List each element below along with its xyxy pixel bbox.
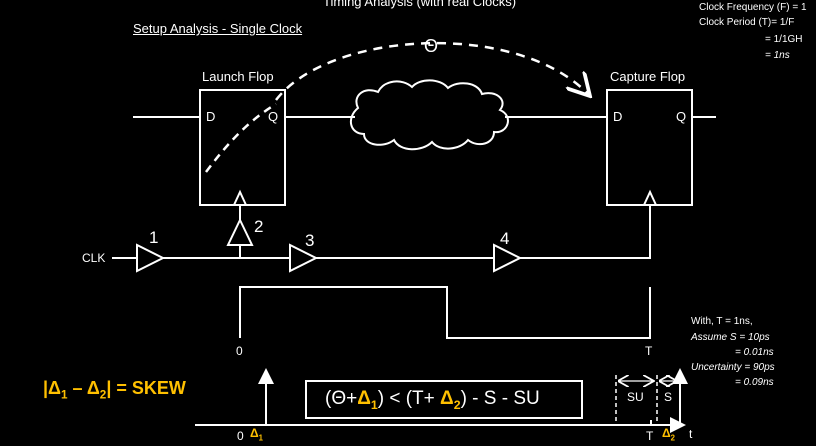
assumption-t: With, T = 1ns,: [691, 316, 753, 327]
eq-delta2-sub: 2: [453, 397, 461, 412]
buffer-1: [136, 243, 166, 273]
page-title: Timing Analysis (with real Clocks): [323, 0, 517, 9]
assumption-uncertainty: Uncertainty = 90ps: [691, 362, 775, 373]
buffer-4-label: 4: [500, 229, 510, 248]
skew-eq-part-b: – Δ: [67, 378, 100, 398]
clock-waveform: [239, 286, 651, 339]
eq-part-2: ) < (T+: [377, 388, 441, 409]
timeline-delta2: Δ2: [662, 426, 675, 442]
skew-eq-part-c: | = SKEW: [106, 378, 186, 398]
logic-cloud: [349, 79, 509, 151]
skew-eq-sub2: 2: [99, 388, 107, 402]
clk-label: CLK: [82, 251, 106, 265]
waveform-t-label: T: [645, 344, 653, 358]
eq-delta1-symbol: Δ: [357, 388, 371, 409]
capture-d-pin: D: [613, 109, 623, 124]
timeline-delta1-sub: 1: [258, 433, 263, 443]
assumption-s: Assume S = 10ps: [691, 332, 770, 343]
clock-period-value1: = 1/1GH: [765, 34, 803, 45]
theta-label: Θ: [424, 36, 439, 56]
eq-delta1-sub: 1: [370, 397, 378, 412]
launch-flop-title: Launch Flop: [202, 69, 274, 84]
clock-period-line: Clock Period (T)= 1/F: [699, 17, 795, 28]
theta-dashed-arc: [275, 42, 590, 101]
buffer-2: [226, 217, 254, 246]
launch-d-pin: D: [206, 109, 216, 124]
timeline-axis-label: t: [689, 427, 693, 441]
timeline-delta2-symbol: Δ: [662, 426, 671, 440]
timeline-delta1: Δ1: [250, 426, 263, 442]
equation-box: [305, 380, 583, 419]
buffer-4: [493, 243, 523, 273]
timeline-zero: 0: [237, 429, 244, 443]
timeline-delta1-symbol: Δ: [250, 426, 259, 440]
eq-delta1: Δ1: [357, 388, 378, 412]
assumption-uncertainty-ns: = 0.09ns: [735, 377, 774, 388]
capture-q-pin: Q: [676, 109, 687, 124]
assumption-s-ns: = 0.01ns: [735, 347, 774, 358]
skew-equation: |Δ1 – Δ2| = SKEW: [43, 378, 186, 402]
capture-flop-box: [606, 89, 693, 206]
eq-part-3: ) - S - SU: [460, 388, 540, 409]
eq-delta2-symbol: Δ: [440, 388, 454, 409]
buffer-2-label: 2: [254, 217, 264, 236]
clock-period-value2: = 1ns: [765, 50, 790, 61]
timeline-delta2-sub: 2: [670, 433, 675, 443]
setup-equation: (Θ+Δ1) < (T+ Δ2) - S - SU: [325, 388, 540, 412]
buffer-3: [289, 243, 319, 273]
skew-eq-part-a: |Δ: [43, 378, 61, 398]
section-subtitle: Setup Analysis - Single Clock: [133, 21, 303, 36]
buffer-3-label: 3: [305, 231, 315, 250]
waveform-zero-label: 0: [236, 344, 243, 358]
eq-part-1: (Θ+: [325, 388, 358, 409]
capture-flop-title: Capture Flop: [610, 69, 686, 84]
su-label: SU: [627, 390, 644, 404]
skew-eq-sub1: 1: [60, 388, 68, 402]
launch-flop-box: [199, 89, 286, 206]
timeline-t: T: [646, 429, 654, 443]
launch-flop-clock-notch: [233, 189, 247, 206]
launch-dashed-curve: [205, 102, 277, 173]
capture-flop-clock-notch: [643, 189, 657, 206]
launch-q-pin: Q: [268, 109, 279, 124]
s-label: S: [664, 390, 673, 404]
clock-frequency-line: Clock Frequency (F) = 1: [699, 2, 807, 13]
eq-delta2: Δ2: [440, 388, 461, 412]
buffer-1-label: 1: [149, 228, 159, 247]
clk-wire-b4-out: [520, 205, 651, 259]
